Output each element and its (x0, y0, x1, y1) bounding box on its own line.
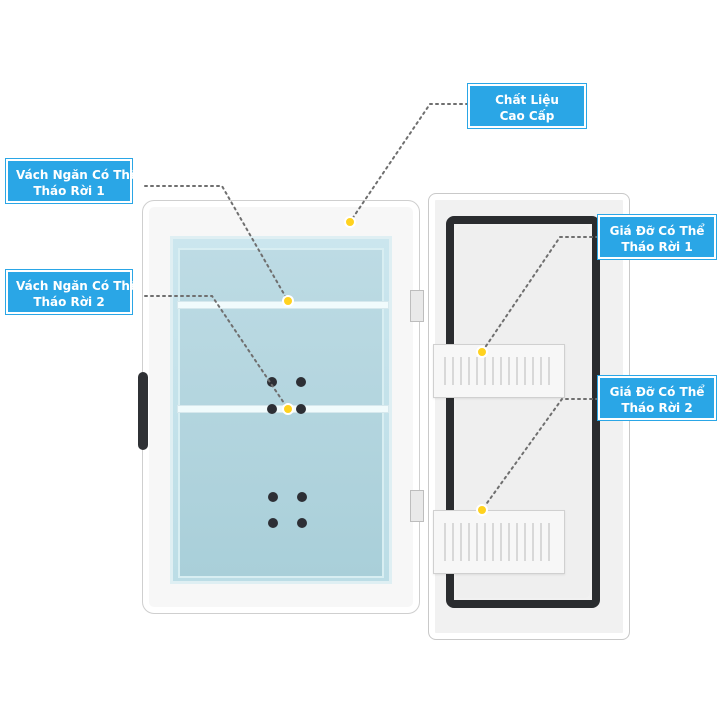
hinge-upper (410, 290, 424, 322)
fridge-interior (178, 248, 384, 578)
rack-ribbing (444, 523, 554, 561)
removable-rack-1 (433, 344, 565, 398)
callout-divider-2: Vách Ngăn Có Thể Tháo Rời 2 (6, 270, 139, 314)
callout-text: Giá Đỡ Có Thể (609, 224, 705, 238)
vent-hole (297, 492, 307, 502)
callout-rack-1: Giá Đỡ Có Thể Tháo Rời 1 (598, 215, 716, 259)
removable-rack-2 (433, 510, 565, 574)
callout-rack-2: Giá Đỡ Có Thể Tháo Rời 2 (598, 376, 716, 420)
callout-text: Chất Liệu (495, 93, 559, 107)
callout-text: Vách Ngăn Có Thể (16, 168, 139, 182)
hinge-lower (410, 490, 424, 522)
callout-divider-1: Vách Ngăn Có Thể Tháo Rời 1 (6, 159, 139, 203)
callout-text: Tháo Rời 2 (33, 295, 105, 309)
vent-hole (268, 518, 278, 528)
vent-hole (267, 377, 277, 387)
callout-text: Vách Ngăn Có Thể (16, 279, 139, 293)
vent-hole (267, 404, 277, 414)
vent-hole (268, 492, 278, 502)
callout-text: Giá Đỡ Có Thể (609, 385, 705, 399)
vent-hole (297, 518, 307, 528)
callout-material: Chất Liệu Cao Cấp (468, 84, 586, 128)
vent-hole (296, 404, 306, 414)
vent-hole (296, 377, 306, 387)
removable-divider-2 (177, 405, 389, 413)
rack-ribbing (444, 357, 554, 385)
callout-text: Tháo Rời 1 (621, 240, 693, 254)
removable-divider-1 (177, 301, 389, 309)
callout-text: Tháo Rời 2 (621, 401, 693, 415)
callout-text: Tháo Rời 1 (33, 184, 105, 198)
callout-text: Cao Cấp (499, 109, 555, 123)
fridge-handle (138, 372, 148, 450)
